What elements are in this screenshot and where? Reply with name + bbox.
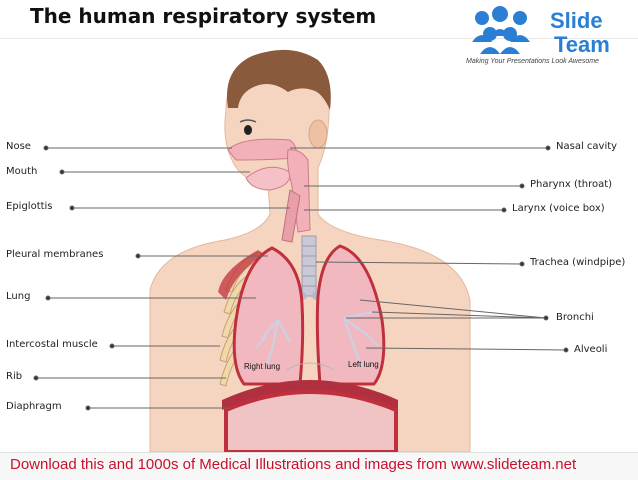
pointer-lines-left	[33, 145, 290, 411]
label-rib: Rib	[6, 371, 23, 382]
abdomen-cavity	[224, 390, 398, 452]
intercostal-muscle	[218, 250, 264, 300]
label-intercostal-muscle: Intercostal muscle	[6, 339, 98, 350]
footer-link-text[interactable]: Download this and 1000s of Medical Illus…	[10, 456, 577, 473]
label-trachea: Trachea (windpipe)	[530, 257, 626, 268]
label-nose: Nose	[6, 141, 31, 152]
pharynx	[287, 149, 311, 233]
label-alveoli: Alveoli	[574, 344, 608, 355]
label-epiglottis: Epiglottis	[6, 201, 53, 212]
pointer-lines-right	[290, 145, 569, 353]
tongue	[245, 166, 291, 191]
ear	[308, 119, 328, 149]
title-divider	[0, 38, 638, 39]
people-icon	[472, 6, 530, 54]
label-nasal-cavity: Nasal cavity	[556, 141, 618, 152]
right-lung	[232, 246, 305, 386]
bronchial-tree	[255, 310, 379, 369]
slideteam-logo: Slide Team	[472, 6, 610, 57]
label-pleural-membranes: Pleural membranes	[6, 249, 104, 260]
logo-tagline: Making Your Presentations Look Awesome	[466, 58, 599, 65]
respiratory-illustration	[33, 49, 569, 452]
logo-line1: Slide	[550, 8, 603, 33]
left-lung	[315, 244, 386, 386]
hair	[227, 49, 331, 110]
label-mouth: Mouth	[6, 166, 38, 177]
label-bronchi: Bronchi	[556, 312, 594, 323]
diaphragm	[222, 380, 398, 410]
label-right-lung: Right lung	[244, 362, 281, 371]
footer-bar	[0, 452, 638, 480]
eye	[244, 125, 252, 135]
page-title: The human respiratory system	[30, 4, 377, 28]
esophagus	[281, 189, 301, 243]
label-lung: Lung	[6, 291, 31, 302]
label-left-lung: Left lung	[348, 360, 379, 369]
logo-line2: Team	[554, 32, 610, 57]
label-diaphragm: Diaphragm	[6, 401, 62, 412]
label-pharynx: Pharynx (throat)	[530, 179, 613, 190]
label-larynx: Larynx (voice box)	[512, 203, 605, 214]
